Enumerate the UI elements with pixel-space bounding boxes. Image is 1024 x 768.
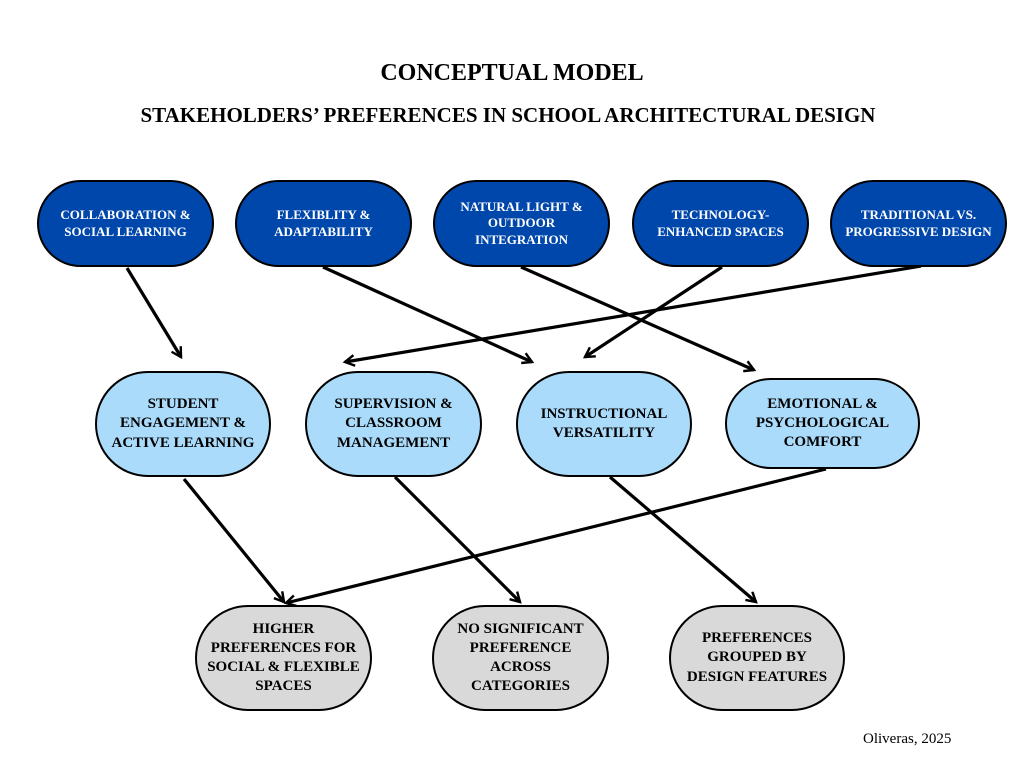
outcome-label: SUPERVISION & CLASSROOM MANAGEMENT [334,396,453,451]
outcome-label: EMOTIONAL & PSYCHOLOGICAL COMFORT [755,395,890,451]
factor-label: FLEXIBLITY & ADAPTABILITY [274,206,373,239]
outcome-student-engagement: STUDENT ENGAGEMENT & ACTIVE LEARNING [95,371,271,477]
result-label: PREFERENCES GROUPED BY DESIGN FEATURES [686,630,828,685]
factor-traditional-vs-progressive: TRADITIONAL VS. PROGRESSIVE DESIGN [830,180,1007,267]
arrow-traditional-to-supervision [342,264,922,367]
outcome-emotional-comfort: EMOTIONAL & PSYCHOLOGICAL COMFORT [725,378,920,469]
factor-label: COLLABORATION & SOCIAL LEARNING [60,206,191,239]
outcome-label: INSTRUCTIONAL VERSATILITY [540,405,668,441]
arrow-emotional-to-higher-preferences [283,467,827,608]
arrow-flexibility-to-instructional [322,265,535,365]
factor-technology-enhanced: TECHNOLOGY-ENHANCED SPACES [632,180,809,267]
result-grouped-by-design: PREFERENCES GROUPED BY DESIGN FEATURES [669,605,845,711]
result-higher-preferences: HIGHER PREFERENCES FOR SOCIAL & FLEXIBLE… [195,605,372,711]
outcome-instructional-versatility: INSTRUCTIONAL VERSATILITY [516,371,692,477]
author-credit: Oliveras, 2025 [863,731,952,747]
factor-collaboration-social-learning: COLLABORATION & SOCIAL LEARNING [37,180,214,267]
arrow-collaboration-to-student-engagement [125,267,183,360]
factor-label: TECHNOLOGY-ENHANCED SPACES [657,206,784,239]
page-title: CONCEPTUAL MODEL [380,60,644,86]
arrow-natural-light-to-emotional [520,265,757,373]
result-label: NO SIGNIFICANT PREFERENCE ACROSS CATEGOR… [457,620,584,695]
factor-flexibility-adaptability: FLEXIBLITY & ADAPTABILITY [235,180,412,267]
outcome-supervision: SUPERVISION & CLASSROOM MANAGEMENT [305,371,482,477]
arrow-student-engagement-to-higher-preferences [182,477,286,604]
arrow-technology-to-instructional [582,265,723,359]
result-label: HIGHER PREFERENCES FOR SOCIAL & FLEXIBLE… [207,620,360,695]
arrow-instructional-to-grouped [608,475,758,604]
outcome-label: STUDENT ENGAGEMENT & ACTIVE LEARNING [111,396,255,451]
factor-natural-light-outdoor: NATURAL LIGHT & OUTDOOR INTEGRATION [433,180,610,267]
page-subtitle: STAKEHOLDERS’ PREFERENCES IN SCHOOL ARCH… [140,103,876,127]
factor-label: TRADITIONAL VS. PROGRESSIVE DESIGN [845,206,992,239]
factor-label: NATURAL LIGHT & OUTDOOR INTEGRATION [460,198,583,247]
result-no-significant-preference: NO SIGNIFICANT PREFERENCE ACROSS CATEGOR… [432,605,609,711]
arrow-supervision-to-no-significant [393,475,522,604]
